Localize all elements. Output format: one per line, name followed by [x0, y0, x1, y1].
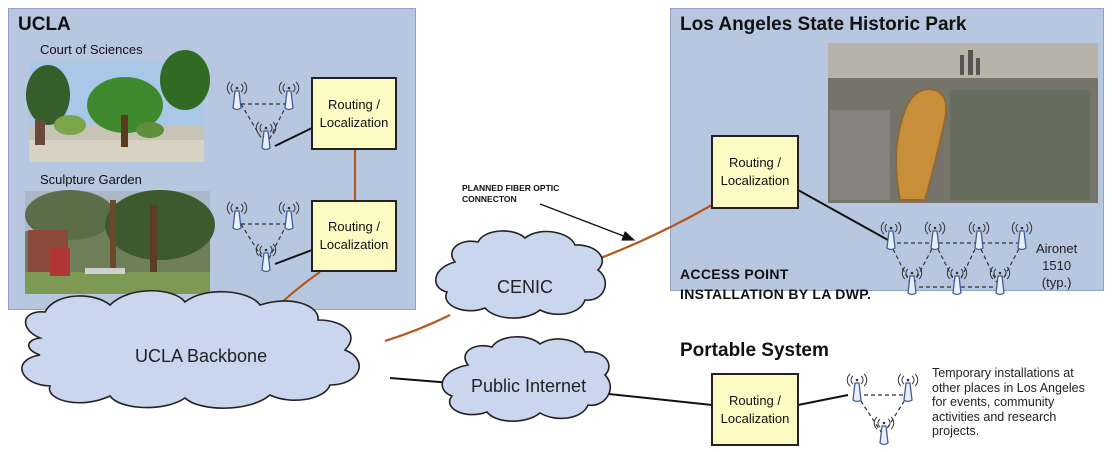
aironet-line1: Aironet: [1036, 241, 1078, 256]
portable-antenna-cluster: [846, 373, 919, 446]
router-label-line1: Routing /: [327, 219, 381, 234]
garden-antenna-cluster: [226, 201, 300, 273]
portable-note-line: activities and research: [932, 409, 1057, 424]
sculpture-garden-photo: [25, 190, 215, 294]
ucla-court-router: Routing / Localization: [311, 77, 397, 150]
aironet-line2: 1510: [1042, 258, 1072, 273]
access-point-note: ACCESS POINT INSTALLATION BY LA DWP.: [680, 264, 871, 304]
public-internet-label: Public Internet: [471, 376, 587, 396]
cenic-label: CENIC: [497, 277, 554, 297]
ucla-backbone-label: UCLA Backbone: [135, 346, 268, 366]
access-point-line1: ACCESS POINT: [680, 266, 789, 282]
portable-note-line: other places in Los Angeles: [932, 380, 1085, 395]
ucla-backbone-cloud: [21, 289, 360, 409]
planned-fiber-note: PLANNED FIBER OPTIC CONNECTON: [462, 183, 559, 205]
fiber-note-line2: CONNECTON: [462, 194, 517, 204]
court-of-sciences-label: Court of Sciences: [40, 42, 143, 57]
lashp-title: Los Angeles State Historic Park: [680, 14, 967, 35]
portable-system-note: Temporary installations at other places …: [932, 366, 1085, 439]
black-links: [274, 127, 889, 406]
access-point-line2: INSTALLATION BY LA DWP.: [680, 286, 872, 302]
court-antenna-cluster: [226, 81, 300, 151]
router-label-line2: Localization: [720, 173, 790, 188]
router-label-line1: Routing /: [728, 155, 782, 170]
ucla-title: UCLA: [18, 14, 71, 35]
router-label-line2: Localization: [319, 237, 389, 252]
router-label-line1: Routing /: [728, 392, 782, 408]
portable-note-line: Temporary installations at: [932, 366, 1074, 380]
access-point-icon: [255, 243, 277, 273]
la-state-park-aerial-photo: [828, 43, 1098, 203]
access-point-icon: [278, 81, 300, 111]
court-of-sciences-photo: [26, 50, 210, 162]
access-point-icon: [226, 81, 248, 111]
aironet-line3: (typ.): [1041, 275, 1072, 290]
router-label-line1: Routing /: [327, 96, 381, 112]
router-label-line2: Localization: [319, 114, 389, 130]
portable-note-line: for events, community: [932, 395, 1055, 409]
lashp-router: Routing / Localization: [711, 135, 799, 209]
lashp-antenna-grid: [880, 221, 1033, 296]
sculpture-garden-label: Sculpture Garden: [40, 172, 142, 187]
fiber-note-arrow: [539, 203, 636, 241]
portable-note-line: projects.: [932, 424, 980, 438]
access-point-icon: [278, 201, 300, 231]
fiber-links: [257, 150, 713, 343]
aironet-label: Aironet 1510 (typ.): [1036, 240, 1077, 291]
cenic-cloud: [435, 230, 607, 319]
fiber-note-line1: PLANNED FIBER OPTIC: [462, 183, 560, 193]
portable-title: Portable System: [680, 340, 829, 361]
access-point-icon: [226, 201, 248, 231]
public-internet-cloud: [441, 336, 612, 422]
router-label-line2: Localization: [720, 410, 790, 426]
ucla-garden-router: Routing / Localization: [311, 200, 397, 272]
portable-router: Routing / Localization: [711, 373, 799, 446]
